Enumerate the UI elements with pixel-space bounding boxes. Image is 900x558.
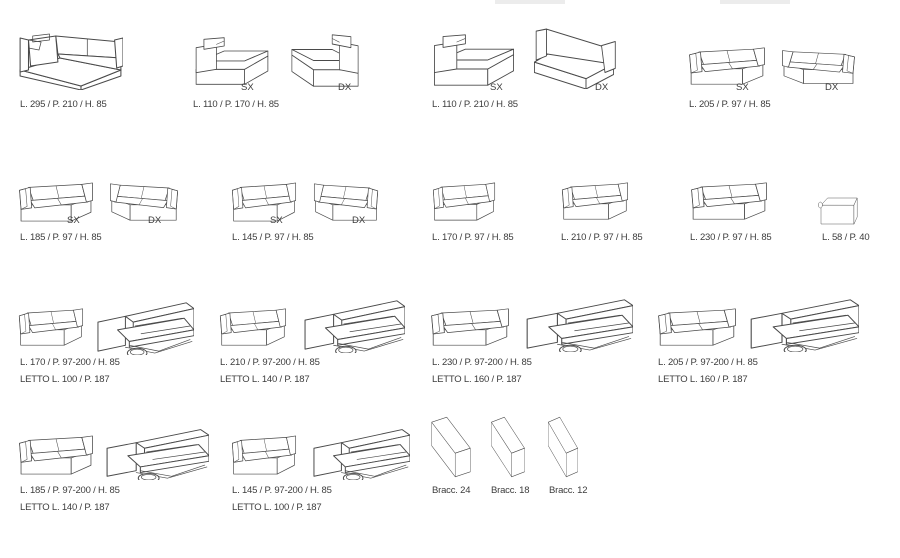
sofa-module-drawing [231,182,297,222]
sofa-module-drawing [562,182,628,220]
dimensions-label: L. 170 / P. 97-200 / H. 85 [20,357,120,368]
side-label: DX [352,215,366,226]
bed-module-drawing [526,299,633,352]
dimensions-label: L. 205 / P. 97-200 / H. 85 [658,357,758,368]
armrest-label: Bracc. 12 [549,485,588,496]
dimensions-label: L. 185 / P. 97 / H. 85 [20,232,102,243]
bed-module-drawing [313,429,410,480]
sofa-module-drawing [689,47,765,85]
side-label: DX [338,82,352,93]
bed-size-label: LETTO L. 140 / P. 187 [20,502,110,513]
dimensions-label: L. 145 / P. 97-200 / H. 85 [232,485,332,496]
dimensions-label: L. 110 / P. 210 / H. 85 [432,99,518,110]
side-label: SX [270,215,283,226]
bed-size-label: LETTO L. 140 / P. 187 [220,374,310,385]
armrest-drawing [491,416,525,478]
bed-size-label: LETTO L. 100 / P. 187 [232,502,322,513]
side-label: SX [736,82,749,93]
sofa-module-drawing [658,308,736,346]
bed-size-label: LETTO L. 160 / P. 187 [432,374,522,385]
pouf-module-drawing [818,197,858,225]
side-label: DX [825,82,839,93]
top-edge-strip [720,0,790,4]
chaise-module-drawing [291,34,359,87]
bed-module-drawing [106,429,209,480]
bed-module-drawing [97,302,194,355]
dimensions-label: L. 145 / P. 97 / H. 85 [232,232,314,243]
dimensions-label: L. 170 / P. 97 / H. 85 [432,232,514,243]
side-label: SX [67,215,80,226]
sofa-module-drawing [19,435,93,475]
sofa-module-drawing [110,183,178,221]
side-label: SX [241,82,254,93]
corner-module-drawing [19,33,123,90]
sofa-module-drawing [313,183,379,221]
bed-module-drawing [304,300,405,353]
dimensions-label: L. 210 / P. 97 / H. 85 [561,232,643,243]
sofa-module-drawing [220,308,286,346]
bed-size-label: LETTO L. 100 / P. 187 [20,374,110,385]
armrest-drawing [548,416,578,478]
side-label: SX [490,82,503,93]
chaise-module-drawing [434,34,514,86]
sofa-module-drawing [19,182,93,222]
sofa-module-drawing [231,435,297,475]
armrest-drawing [431,416,471,478]
dimensions-label: L. 230 / P. 97-200 / H. 85 [432,357,532,368]
dimensions-label: L. 185 / P. 97-200 / H. 85 [20,485,120,496]
dimensions-label: L. 205 / P. 97 / H. 85 [689,99,771,110]
side-label: DX [148,215,162,226]
dimensions-label: L. 230 / P. 97 / H. 85 [690,232,772,243]
side-label: DX [595,82,609,93]
dimensions-label: L. 210 / P. 97-200 / H. 85 [220,357,320,368]
sofa-module-drawing [431,308,509,346]
top-edge-strip [495,0,565,4]
armrest-label: Bracc. 24 [432,485,471,496]
sofa-module-drawing [691,182,767,220]
sofa-module-drawing [432,182,496,221]
bed-size-label: LETTO L. 160 / P. 187 [658,374,748,385]
armrest-label: Bracc. 18 [491,485,530,496]
dimensions-label: L. 295 / P. 210 / H. 85 [20,99,107,110]
chaise-module-drawing [195,37,269,85]
dimensions-label: L. 58 / P. 40 [822,232,870,243]
sofa-module-drawing [782,50,855,84]
dimensions-label: L. 110 / P. 170 / H. 85 [193,99,279,110]
sofa-module-drawing [18,308,84,346]
bed-module-drawing [750,299,859,352]
longchaise-module-drawing [534,28,616,89]
